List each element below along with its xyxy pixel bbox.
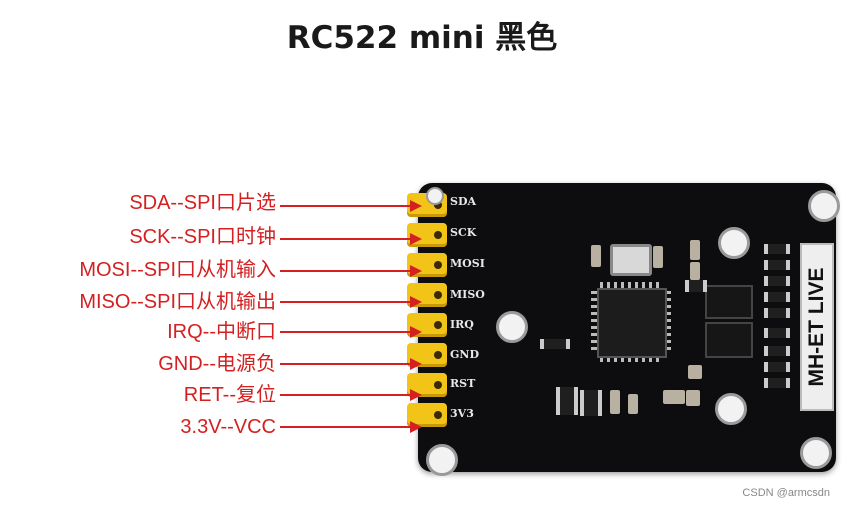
- resistor: [540, 339, 570, 349]
- mounting-hole: [808, 190, 840, 222]
- capacitor: [690, 240, 700, 260]
- arrow-rst: [280, 389, 422, 401]
- silk-sck: SCK: [450, 226, 477, 239]
- inductor: [705, 285, 753, 319]
- resistor: [764, 328, 790, 338]
- brand-text: MH-ET LIVE: [805, 267, 828, 387]
- pin-label-gnd: GND--电源负: [158, 353, 276, 375]
- pin-label-mosi: MOSI--SPI口从机输入: [79, 259, 276, 281]
- silk-irq: IRQ: [450, 318, 474, 331]
- resistor: [764, 276, 790, 286]
- arrow-sck: [280, 233, 422, 245]
- resistor: [556, 387, 578, 415]
- pin-label-rst: RET--复位: [183, 384, 276, 406]
- page-title: RC522 mini 黑色: [286, 20, 558, 56]
- silk-gnd: GND: [450, 348, 479, 361]
- capacitor: [688, 365, 702, 379]
- capacitor: [663, 390, 685, 404]
- arrow-miso: [280, 296, 422, 308]
- capacitor: [628, 394, 638, 414]
- arrow-irq: [280, 326, 422, 338]
- chip-pins: [665, 291, 671, 351]
- chip-pins: [600, 282, 660, 288]
- pin-irq: [407, 313, 447, 337]
- mounting-hole: [718, 227, 750, 259]
- mounting-hole: [715, 393, 747, 425]
- mounting-hole: [426, 187, 444, 205]
- resistor: [764, 260, 790, 270]
- chip-pins: [591, 291, 597, 351]
- capacitor: [686, 390, 700, 406]
- silk-miso: MISO: [450, 288, 485, 301]
- resistor: [764, 308, 790, 318]
- mounting-hole: [496, 311, 528, 343]
- crystal: [610, 244, 652, 276]
- pin-label-vcc: 3.3V--VCC: [180, 416, 276, 438]
- brand-label: MH-ET LIVE: [800, 243, 834, 411]
- resistor: [764, 346, 790, 356]
- capacitor: [591, 245, 601, 267]
- watermark: CSDN @armcsdn: [742, 487, 830, 499]
- arrow-vcc: [280, 421, 422, 433]
- silk-vcc: 3V3: [450, 407, 474, 420]
- capacitor: [653, 246, 663, 268]
- pin-label-miso: MISO--SPI口从机输出: [79, 291, 276, 313]
- pin-label-irq: IRQ--中断口: [167, 321, 276, 343]
- inductor: [705, 322, 753, 358]
- mounting-hole: [426, 444, 458, 476]
- arrow-mosi: [280, 265, 422, 277]
- resistor: [764, 378, 790, 388]
- pin-label-sda: SDA--SPI口片选: [129, 192, 276, 214]
- capacitor: [610, 390, 620, 414]
- arrow-sda: [280, 200, 422, 212]
- chip-pins: [600, 356, 660, 362]
- capacitor: [690, 262, 700, 280]
- rc522-chip: [597, 288, 667, 358]
- resistor: [580, 390, 602, 416]
- resistor: [685, 280, 707, 292]
- arrow-gnd: [280, 358, 422, 370]
- resistor: [764, 292, 790, 302]
- resistor: [764, 362, 790, 372]
- pin-label-sck: SCK--SPI口时钟: [129, 226, 276, 248]
- silk-sda: SDA: [450, 195, 477, 208]
- mounting-hole: [800, 437, 832, 469]
- silk-mosi: MOSI: [450, 257, 485, 270]
- silk-rst: RST: [450, 377, 476, 390]
- resistor: [764, 244, 790, 254]
